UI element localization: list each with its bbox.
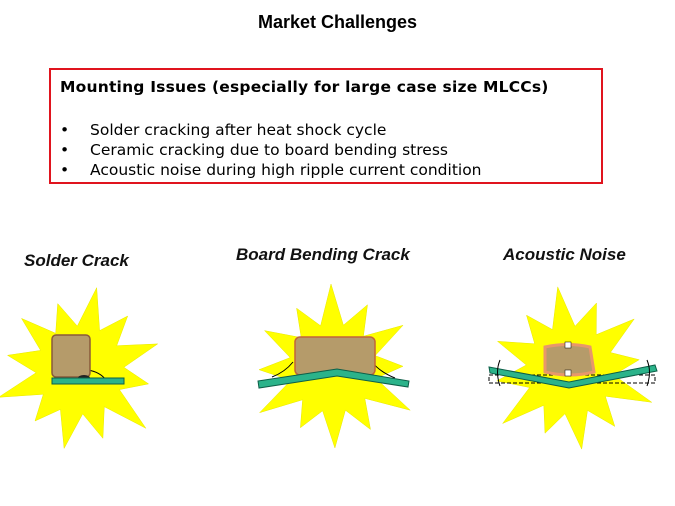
- capacitor-chip: [51, 334, 91, 378]
- slide-title: Market Challenges: [257, 12, 418, 32]
- caption-acoustic-noise: Acoustic Noise: [503, 245, 626, 264]
- caption-board-bending: Board Bending Crack: [236, 245, 410, 264]
- acoustic-noise-diagram: [488, 341, 658, 389]
- pcb-board: [51, 377, 125, 385]
- list-item: •Acoustic noise during high ripple curre…: [60, 161, 482, 179]
- bullet-text: Acoustic noise during high ripple curren…: [90, 161, 482, 179]
- mounting-issues-box: Mounting Issues (especially for large ca…: [49, 68, 603, 184]
- box-heading: Mounting Issues (especially for large ca…: [60, 78, 549, 96]
- bullet-text: Ceramic cracking due to board bending st…: [90, 141, 448, 159]
- rest-position-outline: [488, 374, 656, 384]
- bullet-text: Solder cracking after heat shock cycle: [90, 121, 387, 139]
- caption-solder-crack: Solder Crack: [24, 251, 129, 270]
- list-item: •Solder cracking after heat shock cycle: [60, 121, 387, 139]
- board-bending-diagram: [257, 336, 410, 389]
- pcb-board: [488, 364, 658, 389]
- issue-list: •Solder cracking after heat shock cycle …: [60, 120, 482, 180]
- vibration-arrow-icon: [497, 359, 650, 387]
- solder-crack-diagram: [51, 334, 125, 385]
- capacitor-chip: [543, 343, 596, 377]
- list-item: •Ceramic cracking due to board bending s…: [60, 141, 448, 159]
- pcb-board: [257, 368, 410, 389]
